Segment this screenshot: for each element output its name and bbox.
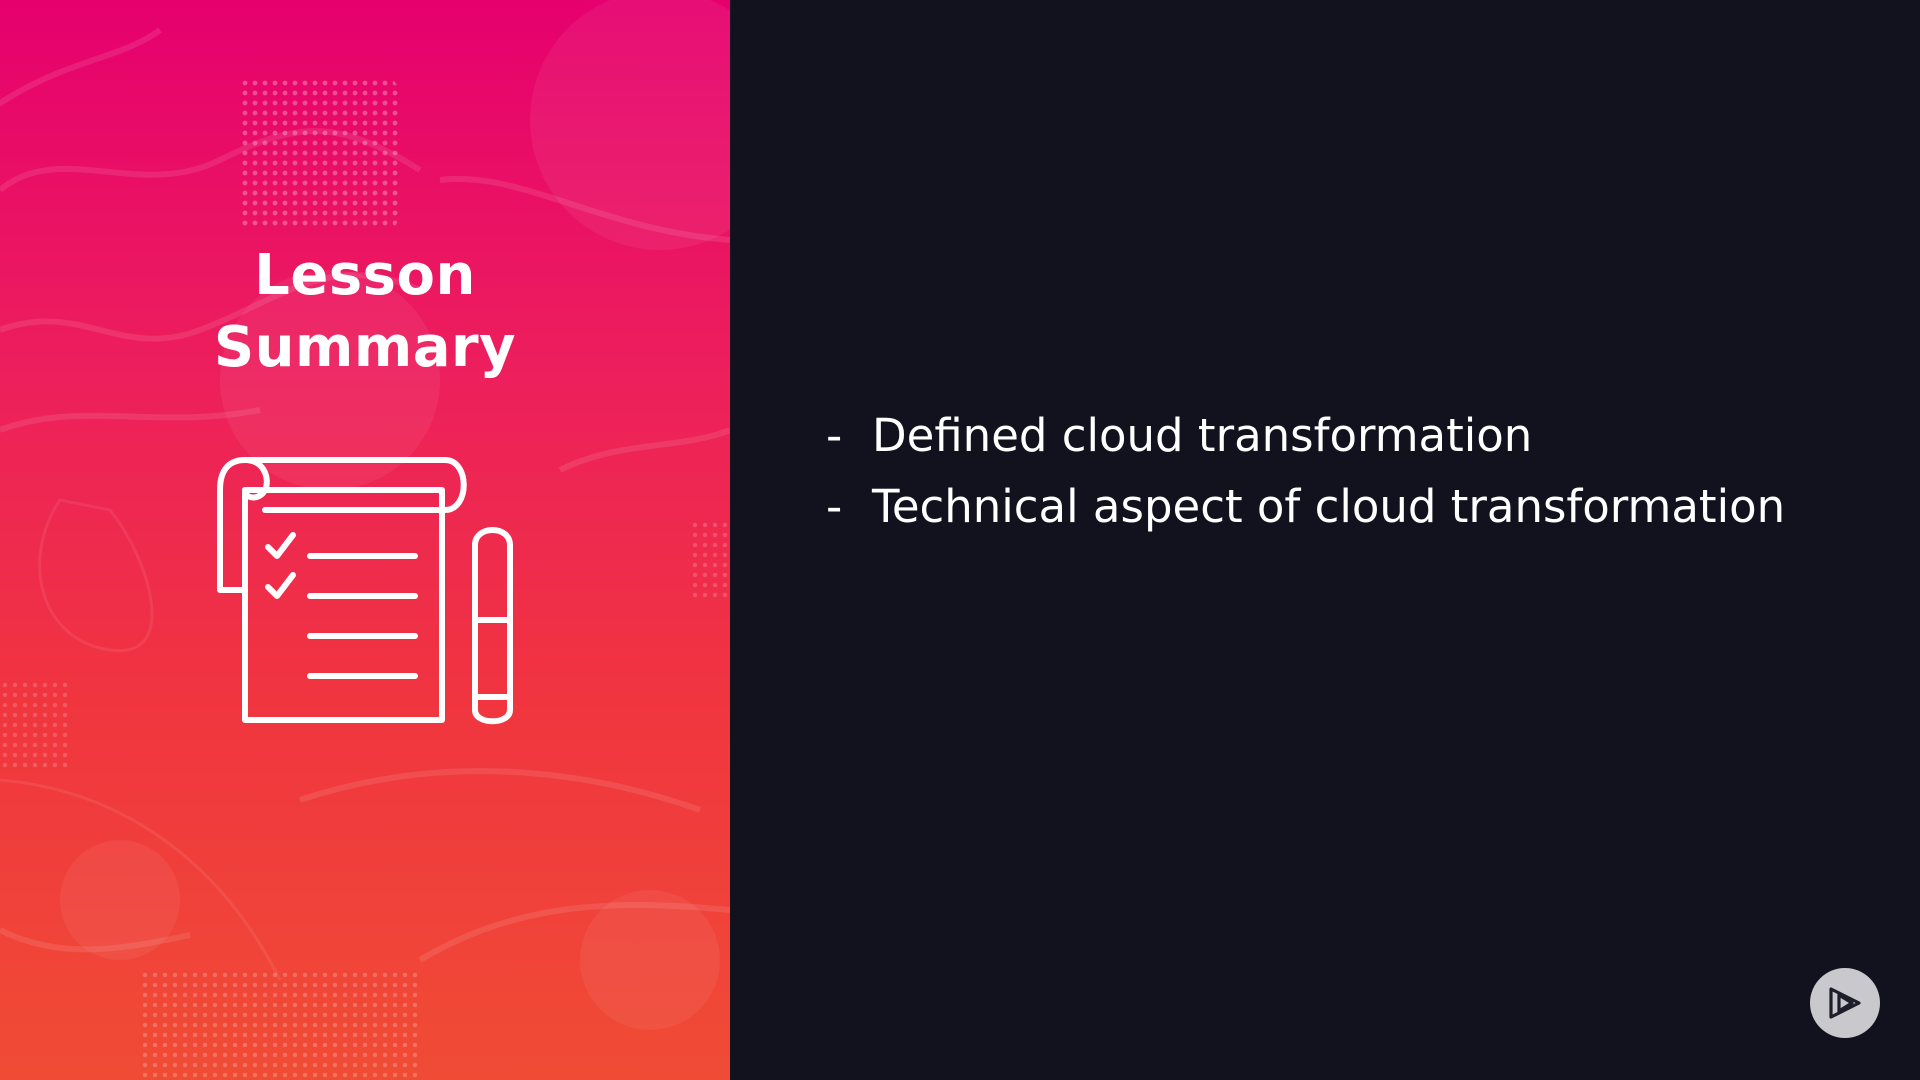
summary-bullet-list: - Defined cloud transformation - Technic…: [826, 400, 1785, 542]
slide-title-line: Summary: [213, 315, 517, 380]
dot-pattern: [0, 680, 70, 770]
list-item: - Technical aspect of cloud transformati…: [826, 471, 1785, 542]
checklist-notepad-pen-icon: [217, 457, 513, 725]
play-logo-icon: [1810, 968, 1880, 1038]
slide-title-line: Lesson: [254, 243, 476, 308]
slide-title: Lesson Summary: [0, 240, 730, 384]
decorative-background: [0, 0, 730, 1030]
dot-pattern: [690, 520, 730, 600]
dot-pattern: [240, 78, 398, 230]
bullet-dash: -: [826, 480, 843, 533]
dot-pattern: [140, 970, 420, 1080]
bullet-text: Technical aspect of cloud transformation: [872, 480, 1786, 533]
play-triangle-icon: [1829, 987, 1861, 1019]
lesson-summary-panel: Lesson Summary: [0, 0, 730, 1080]
bullet-text: Defined cloud transformation: [872, 409, 1533, 462]
list-item: - Defined cloud transformation: [826, 400, 1785, 471]
bullet-dash: -: [826, 409, 843, 462]
